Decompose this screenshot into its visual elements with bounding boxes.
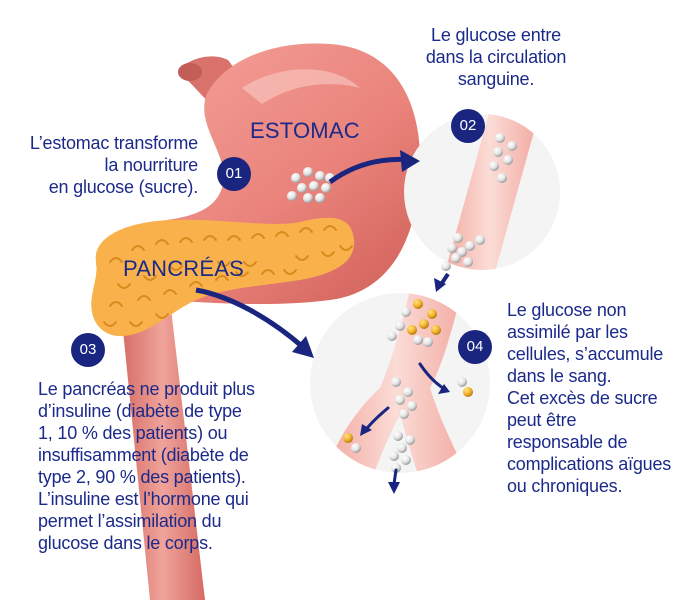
step-03-line: d’insuline (diabète de type — [38, 401, 242, 421]
arrow-circle1-to-circle2 — [434, 272, 450, 292]
step-03-text: Le pancréas ne produit plus d’insuline (… — [38, 378, 278, 554]
pancreas-shape — [91, 217, 355, 337]
step-03-line: L’insuline est l’hormone qui — [38, 489, 249, 509]
step-01-line: en glucose (sucre). — [48, 177, 198, 197]
step-04-line: dans le sang. — [507, 366, 612, 386]
step-04-line: responsable de — [507, 432, 628, 452]
stomach-label: ESTOMAC — [250, 118, 360, 143]
step-04-line: cellules, s’accumule — [507, 344, 664, 364]
arrow-pancreas-to-vessel — [195, 287, 314, 358]
vessel-circle-2 — [310, 293, 490, 494]
step-02-badge: 02 — [451, 109, 485, 143]
pancreas-label: PANCRÉAS — [123, 256, 244, 281]
step-01-badge: 01 — [217, 157, 251, 191]
step-04-text: Le glucose non assimilé par les cellules… — [507, 299, 697, 497]
vessel-circle-1 — [404, 114, 560, 270]
step-03-line: permet l’assimilation du — [38, 511, 222, 531]
step-03-line: Le pancréas ne produit plus — [38, 379, 255, 399]
step-01-text: L’estomac transforme la nourriture en gl… — [10, 132, 198, 198]
step-03-line: 1, 10 % des patients) ou — [38, 423, 228, 443]
step-01-line: la nourriture — [104, 155, 199, 175]
falling-glucose — [441, 253, 473, 271]
step-02-line: Le glucose entre — [431, 25, 561, 45]
step-04-line: assimilé par les — [507, 322, 628, 342]
step-01-line: L’estomac transforme — [29, 133, 198, 153]
step-02-line: dans la circulation — [425, 47, 567, 67]
stomach-glucose — [287, 167, 335, 203]
step-03-badge: 03 — [71, 333, 105, 367]
step-03-line: insuffisamment (diabète de — [38, 445, 249, 465]
step-03-line: type 2, 90 % des patients). — [38, 467, 246, 487]
arrow-stomach-to-blood — [328, 150, 420, 185]
step-02-text: Le glucose entre dans la circulation san… — [406, 24, 586, 90]
step-04-line: Cet excès de sucre — [507, 388, 658, 408]
step-04-line: ou chroniques. — [507, 476, 623, 496]
step-04-line: peut être — [507, 410, 577, 430]
step-03-line: glucose dans le corps. — [38, 533, 213, 553]
step-02-line: sanguine. — [457, 69, 535, 89]
step-04-line: Le glucose non — [507, 300, 627, 320]
step-04-badge: 04 — [458, 330, 492, 364]
step-04-line: complications aïgues — [507, 454, 672, 474]
duodenum — [120, 300, 205, 600]
